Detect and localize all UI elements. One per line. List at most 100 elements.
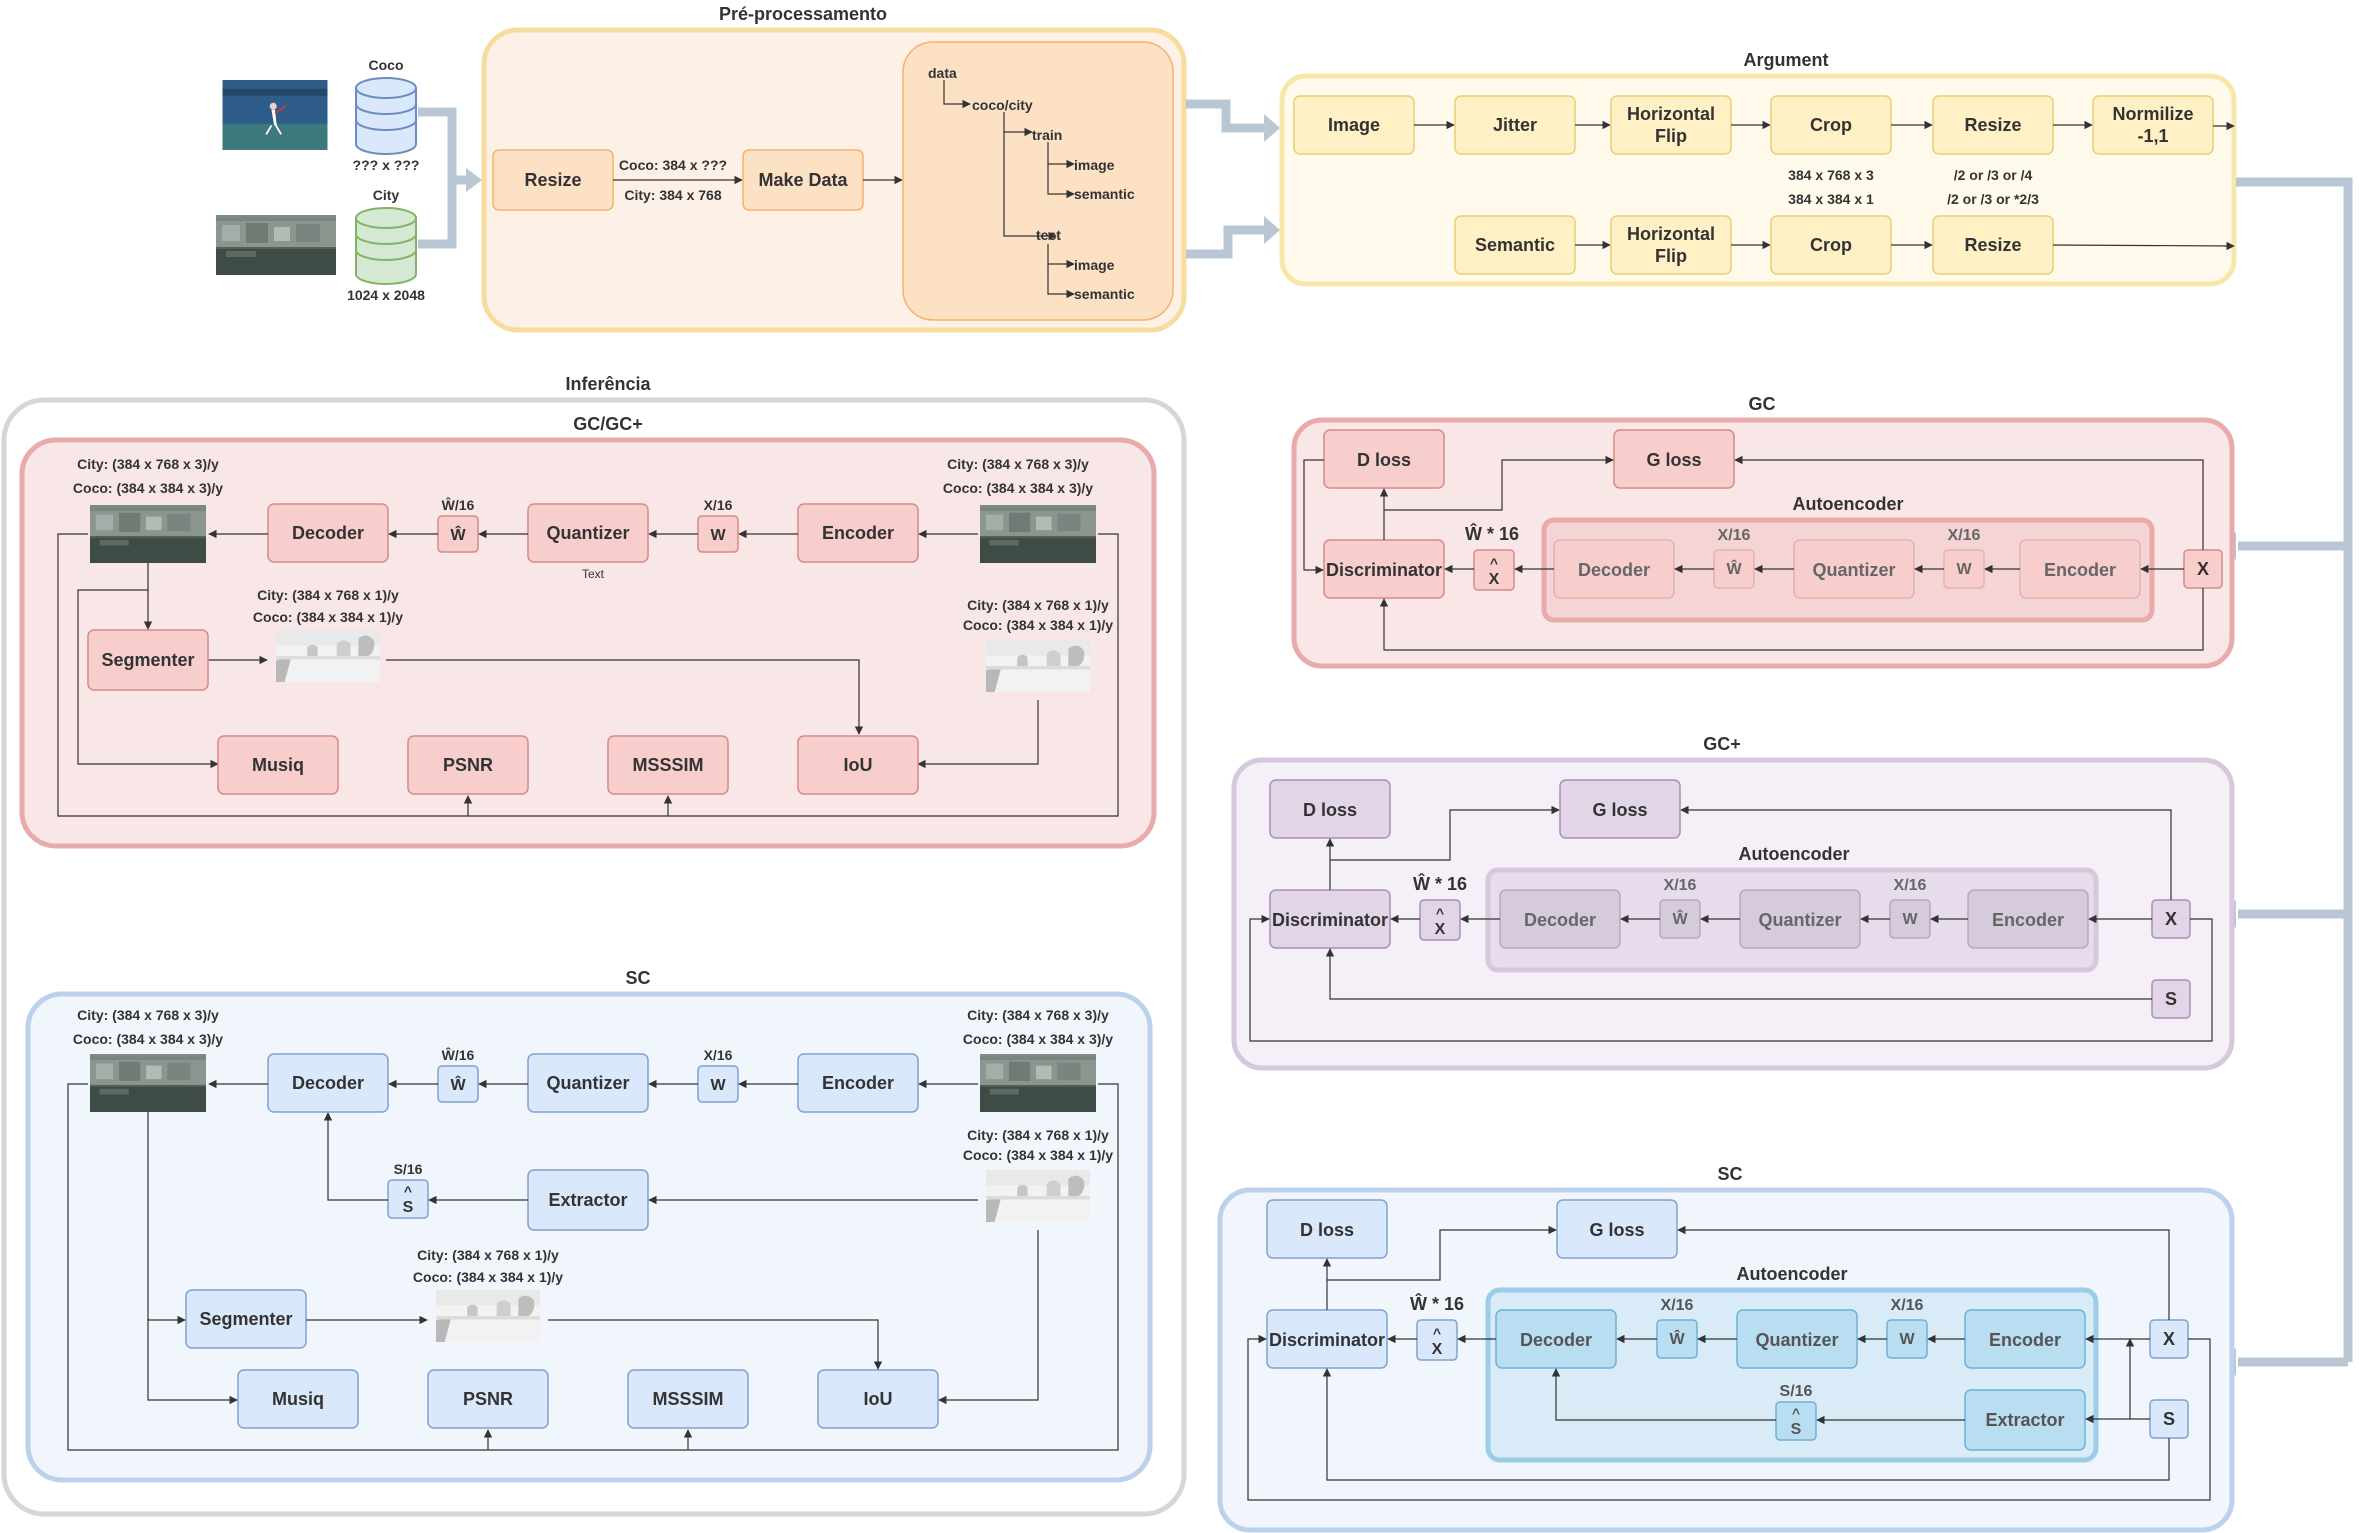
city-label: City [373, 187, 400, 203]
gcp-d-loss-box [1269, 779, 1391, 839]
svg-text:Ŵ/16: Ŵ/16 [442, 1046, 475, 1063]
svg-text:Coco: (384 x 384 x 1)/y: Coco: (384 x 384 x 1)/y [413, 1269, 563, 1285]
svg-text:Encoder: Encoder [1989, 1330, 2061, 1350]
svg-text:Crop: Crop [1810, 235, 1852, 255]
svg-text:Decoder: Decoder [1520, 1330, 1592, 1350]
inference-sc-panel: SC City: (384 x 768 x 3)/y Coco: (384 x … [25, 968, 1153, 1483]
coco-size: ??? x ??? [353, 157, 420, 173]
gc-quantizer-box [527, 503, 649, 563]
coco-label: Coco [369, 57, 404, 73]
coco-dim: Coco: 384 x ??? [619, 157, 727, 173]
svg-text:Coco: (384 x 384 x 1)/y: Coco: (384 x 384 x 1)/y [963, 1147, 1113, 1163]
svg-text:Discriminator: Discriminator [1269, 1330, 1385, 1350]
svg-text:Autoencoder: Autoencoder [1736, 1264, 1847, 1284]
sc-segmenter-box [185, 1289, 307, 1349]
gc-encoder-box [797, 503, 919, 563]
svg-text:Discriminator: Discriminator [1272, 910, 1388, 930]
svg-text:S/16: S/16 [1780, 1383, 1813, 1400]
svg-text:^: ^ [1490, 555, 1498, 571]
svg-text:S: S [403, 1199, 414, 1216]
argument-title: Argument [1744, 50, 1829, 70]
svg-text:IoU: IoU [844, 755, 873, 775]
city-photo-thumbnail [216, 215, 336, 275]
svg-text:D loss: D loss [1357, 450, 1411, 470]
svg-text:Text: Text [582, 567, 605, 581]
arg-resize-box: Resize [1932, 95, 2054, 155]
svg-text:Coco: (384 x 384 x 1)/y: Coco: (384 x 384 x 1)/y [963, 617, 1113, 633]
svg-text:Quantizer: Quantizer [1812, 560, 1895, 580]
gc-x-hat-box [1473, 549, 1515, 591]
svg-text:-1,1: -1,1 [2137, 126, 2168, 146]
tree-train: train [1032, 127, 1062, 143]
svg-text:Horizontal: Horizontal [1627, 104, 1715, 124]
svg-text:Normilize: Normilize [2112, 104, 2193, 124]
svg-text:S: S [2163, 1409, 2175, 1429]
sc-musiq-box [237, 1369, 359, 1429]
tree-coco-city: coco/city [972, 97, 1033, 113]
svg-text:X/16: X/16 [1718, 527, 1751, 544]
sc-msssim-box [627, 1369, 749, 1429]
city-database-icon [355, 207, 417, 285]
sc-decoder-box [267, 1053, 389, 1113]
svg-text:Ŵ: Ŵ [1669, 1329, 1685, 1348]
arg-semantic-box: Semantic [1454, 215, 1576, 275]
sc-iou-box [817, 1369, 939, 1429]
svg-text:Discriminator: Discriminator [1326, 560, 1442, 580]
svg-text:Extractor: Extractor [1985, 1410, 2064, 1430]
svg-text:Ŵ: Ŵ [1672, 909, 1688, 928]
svg-text:Horizontal: Horizontal [1627, 224, 1715, 244]
tree-test-image: image [1074, 257, 1115, 273]
svg-text:W: W [1956, 561, 1972, 578]
argument-to-training-flow [2236, 177, 2353, 1367]
svg-text:Coco: (384 x 384 x 3)/y: Coco: (384 x 384 x 3)/y [963, 1031, 1113, 1047]
arg-crop-box-2: Crop [1770, 215, 1892, 275]
gc-decoder-box [267, 503, 389, 563]
svg-text:^: ^ [404, 1183, 412, 1199]
svg-text:W: W [1902, 911, 1918, 928]
arg-jitter-box: Jitter [1454, 95, 1576, 155]
gcp-x-hat-box [1419, 899, 1461, 941]
svg-text:X: X [2163, 1329, 2175, 1349]
train-gcplus-title: GC+ [1703, 734, 1741, 754]
svg-text:G loss: G loss [1646, 450, 1701, 470]
gc-segmenter-box [87, 629, 209, 691]
svg-text:Musiq: Musiq [272, 1389, 324, 1409]
svg-text:Autoencoder: Autoencoder [1792, 494, 1903, 514]
train-gc-title: GC [1749, 394, 1776, 414]
svg-text:Quantizer: Quantizer [546, 1073, 629, 1093]
inference-sc-container [25, 991, 1153, 1483]
tree-test: test [1036, 227, 1061, 243]
svg-text:Ŵ: Ŵ [450, 1075, 466, 1094]
train-gcplus-panel: GC+ D loss G loss Autoencoder Discrimina… [1231, 734, 2235, 1071]
gc-input-image [980, 505, 1096, 563]
svg-text:Image: Image [1328, 115, 1380, 135]
svg-text:Coco: (384 x 384 x 3)/y: Coco: (384 x 384 x 3)/y [73, 1031, 223, 1047]
resize-dim-2: /2 or /3 or *2/3 [1947, 191, 2039, 207]
svg-text:X: X [1489, 571, 1500, 588]
sc-autoencoder-box [1485, 1287, 2099, 1463]
svg-text:Decoder: Decoder [1524, 910, 1596, 930]
inference-panel: Inferência GC/GC+ City: (384 x 768 x 3)/… [1, 374, 1187, 1517]
svg-text:PSNR: PSNR [443, 755, 493, 775]
svg-text:Quantizer: Quantizer [1758, 910, 1841, 930]
tree-data: data [928, 65, 957, 81]
gc-iou-box [797, 735, 919, 795]
argument-container [1279, 73, 2237, 287]
svg-text:X/16: X/16 [704, 497, 733, 513]
svg-text:Resize: Resize [1964, 115, 2021, 135]
train-gc-panel: GC D loss G loss Autoencoder Discriminat… [1291, 394, 2235, 669]
arg-crop-box: Crop [1770, 95, 1892, 155]
svg-text:G loss: G loss [1589, 1220, 1644, 1240]
tree-train-image: image [1074, 157, 1115, 173]
svg-text:Ŵ * 16: Ŵ * 16 [1413, 873, 1467, 894]
svg-text:Ŵ: Ŵ [450, 525, 466, 544]
svg-text:W: W [1899, 1331, 1915, 1348]
inference-title: Inferência [565, 374, 651, 394]
svg-text:Decoder: Decoder [292, 1073, 364, 1093]
svg-text:S/16: S/16 [394, 1161, 423, 1177]
svg-text:G loss: G loss [1592, 800, 1647, 820]
svg-text:Flip: Flip [1655, 246, 1687, 266]
svg-text:City: (384 x 768 x 1)/y: City: (384 x 768 x 1)/y [967, 1127, 1109, 1143]
sc-semantic-input [986, 1170, 1090, 1222]
crop-dim-1: 384 x 768 x 3 [1788, 167, 1874, 183]
